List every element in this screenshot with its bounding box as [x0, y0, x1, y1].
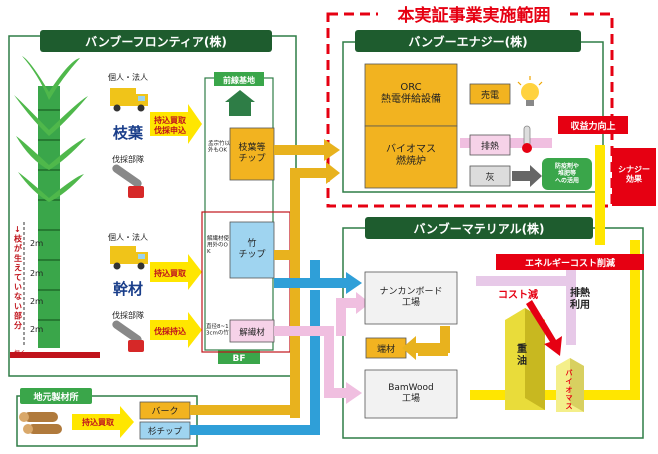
supplier-corp-label: 個人・法人: [108, 72, 148, 82]
chainsaw-icon-kanzai: [112, 320, 144, 352]
material-title-bar: [365, 217, 593, 239]
supplier-corp-label-2: 個人・法人: [108, 232, 148, 242]
height-mark-4: 2ｍ: [30, 325, 43, 334]
height-mark-2: 2ｍ: [30, 269, 43, 278]
chip-bamboo-label: 竹チップ: [238, 237, 265, 260]
bring-buy-kanzai: 持込買取: [154, 268, 186, 278]
sell-power-box: [469, 83, 511, 105]
arrow-edaha: [150, 104, 202, 144]
scope-box: [326, 12, 614, 208]
chip-branch-label: 枝葉等チップ: [238, 141, 265, 164]
bring-buy-1: 持込買取: [154, 115, 186, 125]
supplier-cutters-label: 伐採部隊: [112, 154, 144, 164]
ash-box: [469, 165, 511, 187]
logs-icon: [19, 412, 62, 434]
cost-cut-label: コスト減: [498, 288, 538, 301]
biomass-furnace-box: [364, 125, 458, 189]
board-factory-label: ナンカンボード工場: [379, 286, 442, 308]
base-title: 前線基地: [223, 75, 255, 85]
truck-icon-kanzai: [110, 246, 148, 270]
supplier-cutters-label-2: 伐採部隊: [112, 310, 144, 320]
arrow-sawmill: [72, 406, 134, 438]
cost-cut-arrow: [526, 300, 562, 356]
profit-up-box: [558, 116, 628, 134]
flow-yellow: [470, 145, 640, 400]
energy-title: バンブーエナジー(株): [408, 34, 527, 49]
chip-branch-note: 孟宗竹以外もOK: [208, 139, 231, 154]
kanzai-label: 幹材: [113, 280, 143, 298]
energy-title-bar: [355, 30, 581, 52]
arrow-cutters: [150, 312, 202, 348]
chip-bamboo-box: [229, 221, 275, 279]
base-column: [204, 77, 274, 351]
bring-cutters: 伐採持込: [154, 326, 186, 336]
ash-use-label: 防疫剤や堆肥等への活用: [555, 162, 579, 184]
root-label: 根く→: [14, 349, 31, 357]
heavy-oil-label: 重油: [517, 342, 527, 367]
biomass-bar-label: バイオマス: [566, 369, 573, 411]
chainsaw-icon: [112, 164, 144, 198]
energy-cost-box: [496, 254, 644, 270]
arrow-kanzai: [150, 254, 202, 290]
ash-arrow: [512, 165, 542, 187]
synergy-box: [612, 148, 656, 206]
orc-box: [364, 63, 458, 127]
waste-heat-use-label: 排熱利用: [570, 286, 590, 311]
board-to-endmat-arrow: [402, 326, 450, 360]
base-bottom: BF: [232, 354, 245, 364]
chip-branch-box: [229, 127, 275, 181]
heavy-oil-bar: [505, 308, 545, 410]
sawmill-title: 地元製材所: [33, 391, 78, 403]
cedar-chip-label: 杉チップ: [148, 426, 183, 437]
frontier-title: バンブーフロンティア(株): [85, 34, 227, 49]
bamwood-factory-box: [364, 369, 458, 419]
lightbulb-icon: [517, 76, 543, 106]
sell-power-label: 売電: [481, 89, 499, 101]
house-icon: [225, 90, 255, 116]
branch-note: ↓枝が生えていない部分: [13, 225, 23, 330]
waste-heat-label: 排熱: [481, 140, 499, 152]
bamboo-illustration: [10, 56, 100, 358]
thermometer-icon: [522, 125, 532, 153]
truck-icon: [110, 88, 148, 112]
frontier-title-bar: [40, 30, 272, 52]
waste-heat-box: [469, 134, 511, 156]
flow-gold: [190, 139, 340, 418]
scope-title: 本実証事業実施範囲: [398, 5, 551, 26]
ash-label: 灰: [485, 171, 494, 183]
height-mark-3: 2ｍ: [30, 297, 43, 306]
biomass-furnace-label: バイオマス燃焼炉: [386, 143, 436, 167]
flow-lavender: [476, 265, 576, 345]
board-factory-box: [364, 271, 458, 325]
profit-up-label: 収益力向上: [570, 120, 615, 132]
sawmill-buy: 持込買取: [82, 417, 114, 427]
endmat-label: 端材: [377, 343, 395, 355]
ash-use-box: [542, 158, 592, 190]
synergy-label: シナジー効果: [618, 165, 650, 184]
sawmill-box: [16, 395, 198, 447]
bring-buy-2: 伐採申込: [154, 125, 186, 135]
material-title: バンブーマテリアル(株): [413, 221, 544, 236]
biomass-bar: [556, 358, 584, 412]
bark-label: バーク: [151, 406, 178, 417]
height-mark-1: 2ｍ: [30, 239, 43, 248]
edaha-label: 枝葉: [113, 124, 144, 142]
energy-cost-label: エネルギーコスト削減: [525, 257, 615, 269]
fiber-label: 解繊材: [239, 327, 265, 338]
flow-blue: [190, 260, 362, 435]
